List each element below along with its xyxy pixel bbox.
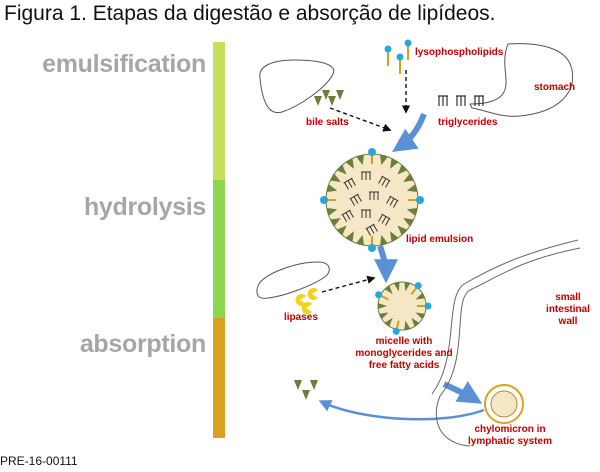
bile-salt-spike	[390, 158, 399, 169]
stage-absorption-bar	[213, 318, 225, 438]
bile-salt-spike	[393, 281, 400, 292]
blue-arrow-to-emulsion	[392, 112, 427, 152]
intestinal-wall-inner	[431, 239, 579, 395]
blue-arrow-to-chylomicron	[442, 381, 483, 404]
micelle-label: micelle with monoglycerides and free fat…	[355, 336, 453, 371]
bile-salt-spike	[415, 292, 425, 300]
dashed-arrow-lipases	[321, 275, 376, 293]
bile-salt-spike	[397, 164, 408, 175]
figure-title: Figura 1. Etapas da digestão e absorção …	[4, 2, 496, 25]
bile-salt-spike	[380, 234, 388, 246]
dashed-arrow-bile	[329, 107, 392, 132]
triglyceride-glyph	[349, 193, 362, 206]
lipid-emulsion-droplet	[320, 148, 424, 252]
chylomicron-icon	[484, 384, 524, 424]
triglyceride-glyph	[378, 213, 391, 226]
phospholipid-tail	[410, 286, 418, 295]
phospholipid-tail	[379, 294, 389, 301]
lipid-emulsion-label: lipid emulsion	[406, 234, 474, 245]
bile-salt-spike	[403, 218, 414, 227]
stage-hydrolysis-label: hydrolysis	[83, 193, 206, 221]
gallbladder-shape	[259, 59, 335, 114]
triglyceride-icon	[438, 95, 484, 106]
stage-absorption-label: absorption	[79, 330, 206, 358]
bile-salt-spike	[336, 225, 347, 236]
bile-salt-spike	[326, 208, 338, 216]
blue-arrow-to-micelle	[373, 245, 398, 284]
triglyceride-glyph	[361, 209, 371, 218]
bile-salt-spike	[384, 285, 393, 295]
bile-salt-spike	[330, 218, 341, 227]
lysophospholipid-icon	[384, 39, 412, 74]
phospholipid-head	[416, 196, 424, 204]
phospholipid-head	[392, 327, 400, 335]
bile-salt-spike	[336, 164, 347, 175]
bile-salt-spike	[378, 303, 387, 309]
triglyceride-glyph	[386, 195, 399, 208]
phospholipid-head	[320, 196, 328, 204]
bile-salt-spike	[356, 234, 364, 246]
intestinal-wall-outer	[439, 247, 581, 397]
stage-emulsification-label: emulsification	[42, 50, 206, 78]
bile-salt-spike	[345, 158, 354, 169]
bile-salt-spike	[403, 173, 414, 182]
bile-salt-spike	[356, 154, 364, 166]
bile-salts-icon	[314, 90, 344, 106]
figure-code: PRE-16-00111	[0, 454, 78, 468]
phospholipid-head	[368, 244, 376, 252]
bile-salt-spike	[379, 312, 389, 320]
stage-emulsification-bar	[213, 42, 225, 180]
phospholipid-head	[375, 291, 383, 299]
phospholipid-head	[424, 302, 432, 310]
bile-salt-spike	[345, 231, 354, 242]
bile-salts-label: bile salts	[306, 117, 349, 128]
triglycerides-label: triglycerides	[438, 117, 498, 128]
triglyceride-glyph	[361, 171, 371, 180]
triglyceride-glyph	[378, 175, 391, 188]
bile-salt-spike	[404, 281, 411, 292]
intestinal-wall-lower	[435, 395, 471, 447]
stomach-label: stomach	[534, 82, 576, 93]
lipases-label: lipases	[284, 312, 318, 323]
phospholipid-head	[414, 282, 422, 290]
pancreas-vesicle-shape	[256, 261, 330, 299]
bile-salt-spike	[406, 184, 418, 192]
bile-salt-spike	[326, 184, 338, 192]
blue-arrow-return	[318, 400, 485, 421]
stomach-shape	[469, 43, 574, 117]
lysophospholipids-label: lysophospholipids	[415, 47, 504, 58]
bile-salt-spike	[330, 173, 341, 182]
bile-salt-spike	[404, 320, 411, 331]
triglyceride-glyph	[365, 223, 378, 236]
triglyceride-glyph	[369, 191, 379, 200]
bile-salt-spike	[411, 317, 420, 327]
lipase-icon	[295, 288, 318, 315]
bile-salt-spike	[397, 225, 408, 236]
bile-salt-spike	[406, 208, 418, 216]
stage-hydrolysis-bar	[213, 180, 225, 318]
bile-salt-spike	[390, 231, 399, 242]
bile-salt-spike	[380, 154, 388, 166]
bile-salt-spike	[415, 312, 425, 320]
chylomicron-label: chylomicron in lymphatic system	[468, 424, 552, 447]
bile-salts-recycled-icon	[294, 380, 318, 400]
small-intestinal-wall-label: small intestinal wall	[546, 292, 590, 327]
phospholipid-head	[368, 148, 376, 156]
triglyceride-glyph	[343, 177, 356, 190]
triglyceride-glyph	[341, 209, 354, 222]
micelle-droplet	[375, 281, 432, 335]
bile-salt-spike	[384, 317, 393, 327]
